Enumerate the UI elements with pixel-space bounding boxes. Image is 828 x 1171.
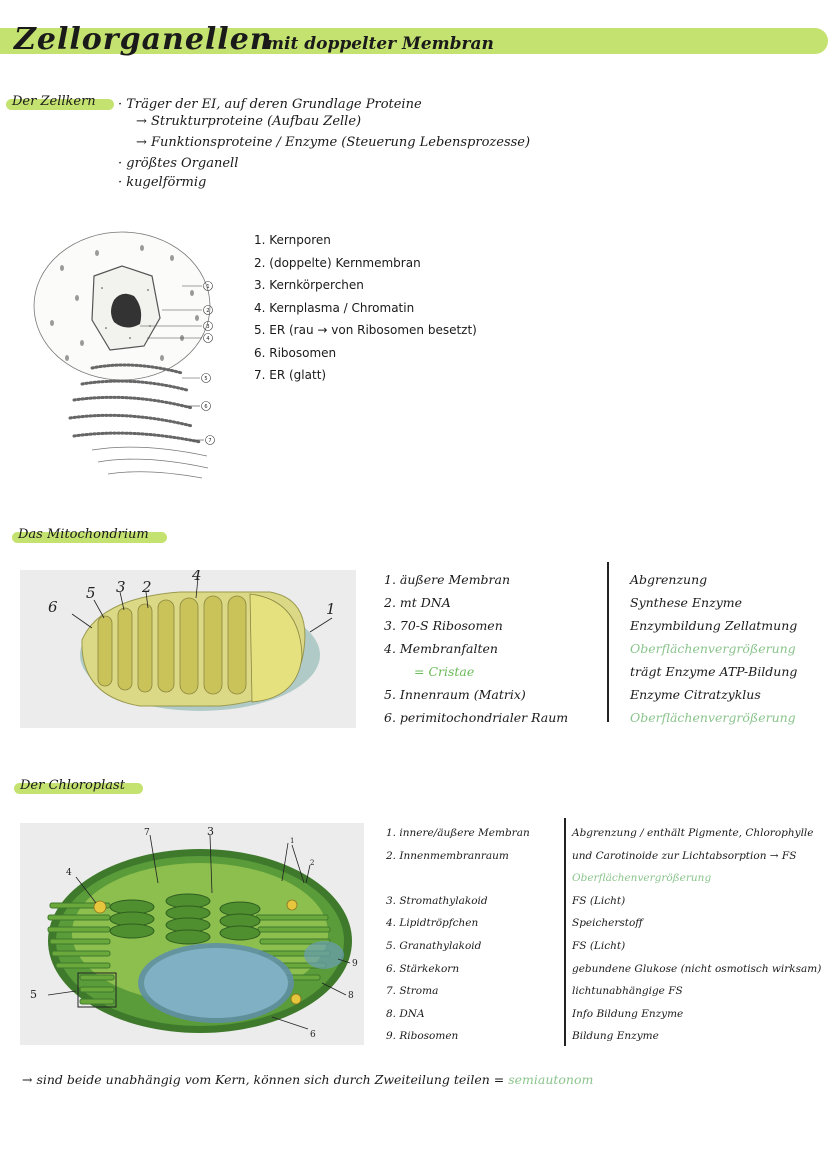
- list-item: 1. Kernporen: [254, 229, 477, 252]
- diagram-label: 4: [206, 336, 209, 342]
- diagram-label: 5: [30, 988, 37, 1001]
- list-item: 4. Lipidtröpfchen: [386, 912, 530, 935]
- chloroplast-functions-list: Abgrenzung / enthält Pigmente, Chlorophy…: [572, 822, 821, 1048]
- nucleus-bullets: · Träger der EI, auf deren Grundlage Pro…: [118, 96, 530, 191]
- list-item: und Carotinoide zur Lichtabsorption → FS: [572, 845, 821, 868]
- diagram-label: 2: [310, 859, 314, 867]
- diagram-label: 8: [348, 991, 354, 1001]
- bullet: · größtes Organell: [118, 155, 530, 172]
- mitochondrion-parts-list: 1. äußere Membran 2. mt DNA 3. 70-S Ribo…: [384, 568, 568, 729]
- diagram-label: 3: [116, 578, 126, 596]
- list-item: 2. mt DNA: [384, 591, 568, 614]
- list-item: Oberflächenvergrößerung: [572, 867, 821, 890]
- diagram-label: 1: [326, 600, 336, 618]
- diagram-label: 1: [206, 284, 209, 290]
- list-item: 3. Kernkörperchen: [254, 274, 477, 297]
- chloroplast-diagram: 7 3 1 2 4 9 8 5 6: [20, 823, 364, 1045]
- list-item: 7. ER (glatt): [254, 364, 477, 387]
- chloroplast-parts-list: 1. innere/äußere Membran 2. Innenmembran…: [386, 822, 530, 1048]
- diagram-label: 6: [310, 1030, 316, 1040]
- list-item: 1. äußere Membran: [384, 568, 568, 591]
- column-divider: [564, 818, 566, 1046]
- mitochondrion-functions-list: Abgrenzung Synthese Enzyme Enzymbildung …: [630, 568, 797, 729]
- bullet: → Strukturproteine (Aufbau Zelle): [118, 113, 530, 130]
- conclusion: → sind beide unabhängig vom Kern, können…: [22, 1072, 593, 1087]
- diagram-label: 5: [204, 376, 207, 382]
- diagram-label: 6: [204, 404, 207, 410]
- diagram-label: 3: [207, 825, 214, 838]
- list-item: Speicherstoff: [572, 912, 821, 935]
- list-item: Abgrenzung / enthält Pigmente, Chlorophy…: [572, 822, 821, 845]
- list-item: 1. innere/äußere Membran: [386, 822, 530, 845]
- list-item: Abgrenzung: [630, 568, 797, 591]
- diagram-label: 7: [208, 438, 211, 444]
- list-item: Enzymbildung Zellatmung: [630, 614, 797, 637]
- list-item: 9. Ribosomen: [386, 1025, 530, 1048]
- diagram-label: 2: [206, 308, 209, 314]
- list-item: FS (Licht): [572, 890, 821, 913]
- diagram-label: 9: [352, 959, 358, 969]
- mitochondrion-diagram: 6 5 3 2 4 1: [20, 570, 356, 728]
- diagram-label: 5: [86, 584, 96, 602]
- bullet: · kugelförmig: [118, 174, 530, 191]
- list-item: Oberflächenvergrößerung: [630, 637, 797, 660]
- section-heading-mitochondrion: Das Mitochondrium: [16, 527, 157, 542]
- diagram-label: 6: [48, 598, 58, 616]
- list-item: 2. (doppelte) Kernmembran: [254, 252, 477, 275]
- bullet: → Funktionsproteine / Enzyme (Steuerung …: [118, 134, 530, 151]
- nucleus-diagram: 1 2 3 4 5 6 7: [22, 228, 222, 486]
- section-heading-chloroplast: Der Chloroplast: [18, 778, 133, 793]
- list-item: 6. Stärkekorn: [386, 958, 530, 981]
- list-item: gebundene Glukose (nicht osmotisch wirks…: [572, 958, 821, 981]
- diagram-label: 4: [66, 868, 72, 878]
- list-item: Info Bildung Enzyme: [572, 1003, 821, 1026]
- list-item: 5. ER (rau → von Ribosomen besetzt): [254, 319, 477, 342]
- list-item: lichtunabhängige FS: [572, 980, 821, 1003]
- list-item: 4. Membranfalten: [384, 637, 568, 660]
- list-item: Synthese Enzyme: [630, 591, 797, 614]
- page-subtitle: mit doppelter Membran: [266, 34, 494, 54]
- list-item: 6. Ribosomen: [254, 342, 477, 365]
- nucleus-parts-list: 1. Kernporen 2. (doppelte) Kernmembran 3…: [254, 229, 477, 387]
- diagram-label: 7: [144, 828, 150, 838]
- list-item: FS (Licht): [572, 935, 821, 958]
- bullet: · Träger der EI, auf deren Grundlage Pro…: [118, 96, 530, 113]
- list-item: 2. Innenmembranraum: [386, 845, 530, 868]
- list-item: 3. 70-S Ribosomen: [384, 614, 568, 637]
- list-item: Oberflächenvergrößerung: [630, 706, 797, 729]
- diagram-label: 1: [290, 837, 294, 845]
- list-item: 4. Kernplasma / Chromatin: [254, 297, 477, 320]
- list-item: 7. Stroma: [386, 980, 530, 1003]
- diagram-label: 4: [191, 570, 202, 584]
- section-heading-nucleus: Der Zellkern: [10, 94, 104, 109]
- conclusion-text: → sind beide unabhängig vom Kern, können…: [22, 1072, 504, 1087]
- page-title: Zellorganellen: [14, 22, 273, 57]
- list-item: 6. perimitochondrialer Raum: [384, 706, 568, 729]
- column-divider: [607, 562, 609, 722]
- list-item: 5. Granathylakoid: [386, 935, 530, 958]
- conclusion-highlight: semiautonom: [508, 1072, 593, 1087]
- list-item: Bildung Enzyme: [572, 1025, 821, 1048]
- list-item: trägt Enzyme ATP-Bildung: [630, 660, 797, 683]
- list-item-cristae: = Cristae: [384, 660, 568, 683]
- list-item: 5. Innenraum (Matrix): [384, 683, 568, 706]
- list-item: 3. Stromathylakoid: [386, 890, 530, 913]
- diagram-label: 3: [206, 324, 209, 330]
- list-item: 8. DNA: [386, 1003, 530, 1026]
- list-item: Enzyme Citratzyklus: [630, 683, 797, 706]
- diagram-label: 2: [141, 578, 152, 596]
